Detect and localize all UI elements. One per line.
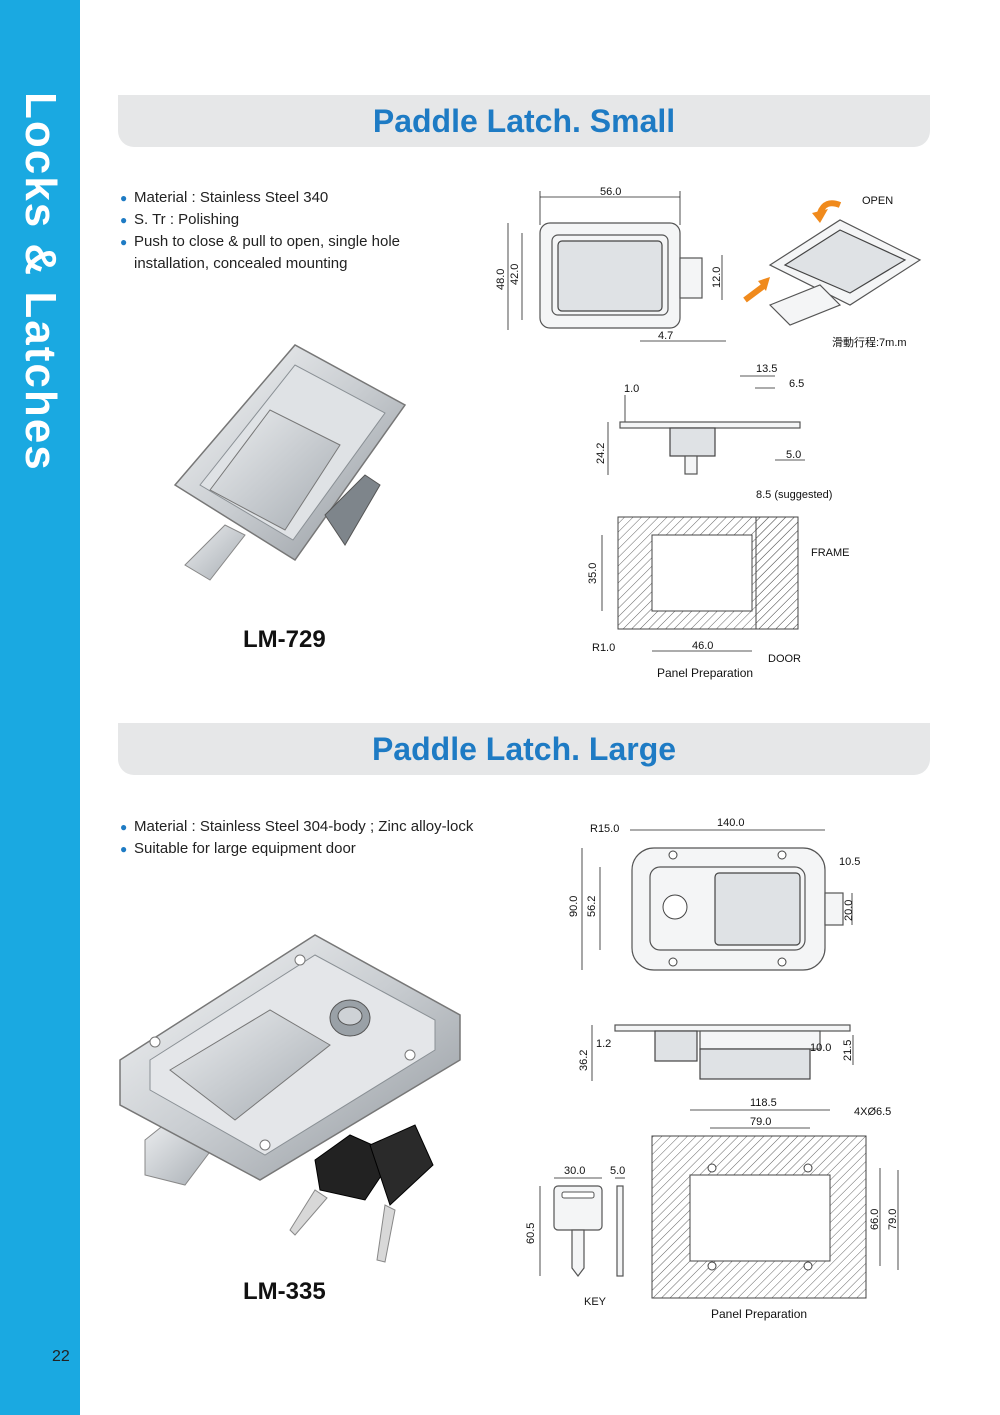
dim-profile-h: 24.2 [595,443,607,464]
panel-cutout-drawing-large: 118.5 79.0 4XØ6.5 66.0 79.0 [651,1097,899,1299]
model-number-large: LM-335 [243,1278,326,1305]
dim-cut-w-outer: 118.5 [750,1097,777,1109]
dim-holes: 4XØ6.5 [854,1106,891,1118]
side-profile-drawing-small: 13.5 6.5 1.0 24.2 5.0 [595,363,805,475]
dim-profile-t: 1.0 [624,383,639,395]
dim-top-width: 56.0 [600,186,621,198]
sidebar-title: Locks & Latches [16,92,65,472]
dim-height-outer: 48.0 [495,269,507,290]
door-label: DOOR [768,653,801,665]
feature-list-small: ●Material : Stainless Steel 340 ●S. Tr :… [120,187,420,275]
front-view-drawing-small: 56.0 48.0 42.0 12.0 4.7 [495,186,726,342]
open-label: OPEN [862,195,893,207]
feature-item: ●S. Tr : Polishing [120,209,420,231]
panel-caption-large: Panel Preparation [711,1307,808,1321]
paddle-latch-large-photo [119,934,461,1263]
dim-profile-w1: 13.5 [756,363,777,375]
bullet-icon: ● [120,213,128,227]
section-banner-large: Paddle Latch. Large [118,723,930,775]
dim-offset: 4.7 [658,330,673,342]
key-label: KEY [584,1296,607,1308]
dim-cut-w: 46.0 [692,640,713,652]
dim-top-width-large: 140.0 [717,817,745,829]
dim-key-h: 60.5 [525,1223,537,1244]
dim-cut-h-inner: 66.0 [869,1209,881,1230]
dim-side-tab: 12.0 [711,267,723,288]
sidebar: Locks & Latches [0,0,80,1415]
bullet-icon: ● [120,235,128,249]
open-view-drawing-small: OPEN 滑動行程:7m.m [743,195,922,349]
feature-item: ●Material : Stainless Steel 304-body ; Z… [120,816,500,838]
dim-tab-w: 10.5 [839,856,860,868]
feature-item: ●Suitable for large equipment door [120,838,500,860]
bullet-icon: ● [120,191,128,205]
feature-list-large: ●Material : Stainless Steel 304-body ; Z… [120,816,500,860]
dim-key-t: 5.0 [610,1165,625,1177]
panel-caption-small: Panel Preparation [657,666,754,680]
key-drawing: 30.0 5.0 60.5 KEY [525,1165,625,1308]
feature-item: ●Material : Stainless Steel 340 [120,187,420,209]
page-number: 22 [52,1348,70,1365]
section-title-large: Paddle Latch. Large [371,731,677,767]
paddle-latch-small-photo [173,344,407,581]
dim-profile-b: 21.5 [842,1040,854,1061]
dim-cut-h-outer: 79.0 [887,1209,899,1230]
feature-item: ●Push to close & pull to open, single ho… [120,233,401,272]
dim-height-inner-large: 56.2 [586,896,598,917]
side-profile-drawing-large: 1.2 36.2 10.0 21.5 [578,1024,854,1081]
dim-key-w: 30.0 [564,1165,585,1177]
dim-profile-s: 5.0 [786,449,801,461]
dim-cut-h: 35.0 [587,563,599,584]
dim-cut-w-inner: 79.0 [750,1116,771,1128]
section-banner-small: Paddle Latch. Small [118,95,930,147]
dim-cut-gap: 8.5 (suggested) [756,489,832,501]
dim-cut-r: R1.0 [592,642,615,654]
dim-profile-a: 10.0 [810,1042,831,1054]
dim-radius: R15.0 [590,823,619,835]
bullet-icon: ● [120,842,128,856]
dim-profile-h-large: 36.2 [578,1050,590,1071]
dim-profile-t-large: 1.2 [596,1038,611,1050]
panel-cutout-drawing-small: 8.5 (suggested) FRAME 35.0 46.0 R1.0 DOO… [587,489,850,665]
dim-tab-h: 20.0 [843,900,855,921]
section-title-small: Paddle Latch. Small [372,103,676,139]
dim-height-outer-large: 90.0 [568,896,580,917]
front-view-drawing-large: R15.0 140.0 90.0 56.2 10.5 20.0 [568,817,860,971]
dim-height-inner: 42.0 [509,264,521,285]
dim-profile-w2: 6.5 [789,378,804,390]
frame-label: FRAME [811,547,850,559]
model-number-small: LM-729 [243,626,326,653]
bullet-icon: ● [120,820,128,834]
travel-label: 滑動行程:7m.m [832,335,907,349]
